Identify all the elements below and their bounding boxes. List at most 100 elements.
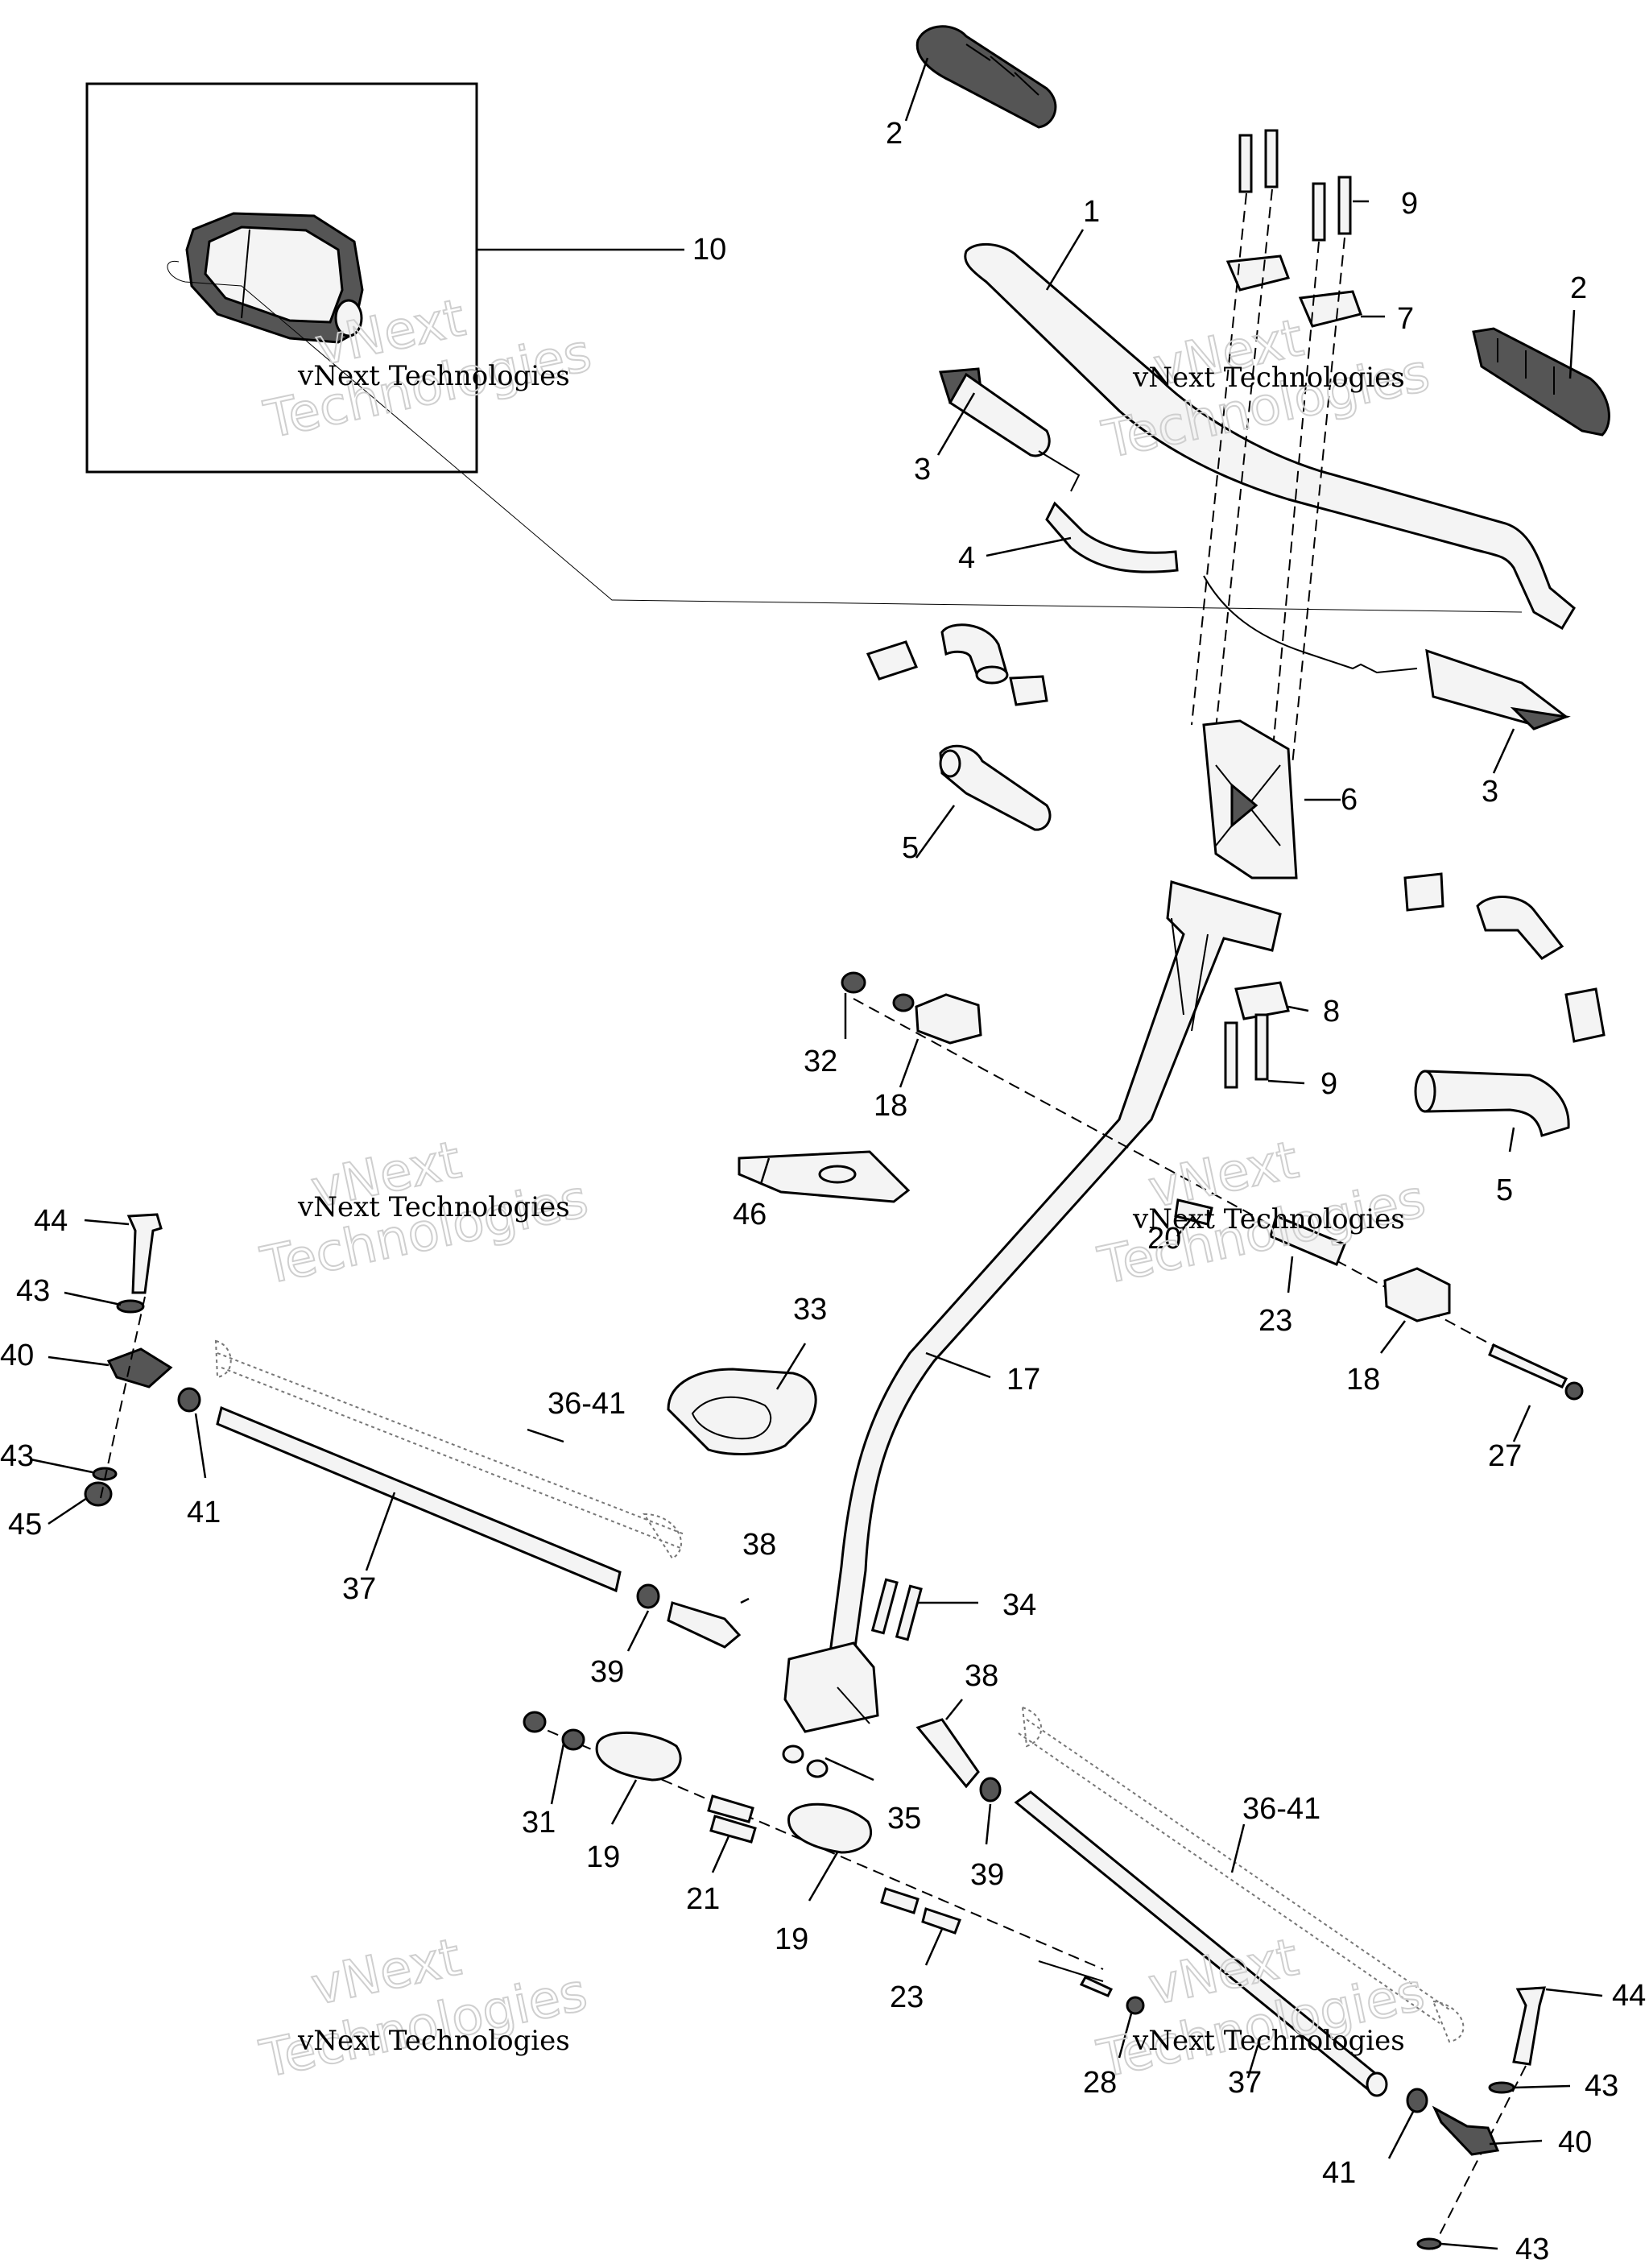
washer-31 [561, 1728, 585, 1751]
rod-end-38-right [915, 1718, 980, 1789]
callout-1: 1 [1083, 195, 1100, 229]
column-base [783, 1641, 879, 1733]
callout-38-right: 38 [965, 1659, 998, 1693]
callout-40-left: 40 [0, 1339, 34, 1372]
callout-18-upper: 18 [874, 1089, 907, 1123]
elbow-right [1414, 1070, 1570, 1137]
callout-9-top: 9 [1401, 187, 1418, 221]
bushing-23-lower [880, 1887, 961, 1935]
clamp-top [1225, 255, 1362, 328]
callout-17: 17 [1006, 1363, 1040, 1397]
leader-lines [30, 57, 1603, 2250]
washer-39-right [979, 1777, 1002, 1802]
heater-element-left [939, 367, 1081, 492]
callout-8: 8 [1323, 995, 1340, 1028]
callout-34: 34 [1002, 1588, 1036, 1622]
callout-41-right: 41 [1322, 2156, 1356, 2190]
clamp-19-right [787, 1802, 873, 1854]
bolt-44-left [126, 1213, 163, 1294]
callout-32: 32 [804, 1045, 837, 1078]
callout-39-right: 39 [970, 1858, 1004, 1892]
callout-41-left: 41 [187, 1496, 221, 1529]
washer-43-left-top [116, 1299, 145, 1314]
callout-7: 7 [1397, 302, 1414, 336]
handlebar-pad-cover [185, 212, 364, 344]
bushing-20 [1174, 1198, 1213, 1226]
callout-44-left: 44 [34, 1204, 68, 1238]
callout-23-lower: 23 [890, 1980, 924, 2014]
clip-small [866, 640, 919, 681]
watermark-text-top-right: vNext Technologies [1132, 362, 1405, 394]
callout-38-left: 38 [742, 1528, 776, 1562]
callout-2-right: 2 [1570, 271, 1587, 305]
callout-43-left-bottom: 43 [0, 1439, 34, 1473]
bolt-44-right [1512, 1986, 1546, 2066]
elbow-right-top [1476, 896, 1564, 960]
watermark-text-mid-right: vNext Technologies [1132, 1203, 1405, 1235]
callout-33: 33 [793, 1293, 827, 1326]
washer-39-left [636, 1583, 660, 1609]
callout-5-right: 5 [1496, 1173, 1513, 1207]
washer-43-right-top [1488, 2081, 1515, 2094]
nut-31 [523, 1711, 547, 1733]
callout-36-41-right: 36-41 [1242, 1792, 1320, 1826]
callout-20: 20 [1147, 1222, 1181, 1256]
clamp-lower [1224, 981, 1290, 1089]
heater-cable [1045, 501, 1179, 573]
inset-box [85, 82, 478, 474]
bolts-top [1238, 129, 1352, 242]
rod-end-40-left [106, 1347, 173, 1389]
callout-43-right-bottom: 43 [1515, 2233, 1549, 2266]
heater-element-right [1203, 575, 1571, 730]
pad-33 [667, 1368, 817, 1455]
watermark-text-top-left: vNext Technologies [297, 360, 570, 392]
bolt-27 [1488, 1343, 1584, 1401]
elbow-left [939, 744, 1052, 831]
spacers-35 [782, 1744, 829, 1778]
bolt-28 [1038, 1960, 1145, 2015]
callout-46: 46 [733, 1198, 767, 1231]
callout-21: 21 [686, 1882, 720, 1916]
callout-4: 4 [958, 541, 975, 575]
bolts-34 [870, 1578, 923, 1641]
tie-rod-37-left [216, 1405, 622, 1593]
tie-rod-upper-left-dotted [214, 1339, 685, 1560]
grip-right [1472, 327, 1610, 437]
elbow-left-top [940, 623, 1009, 685]
rod-end-38-left [667, 1601, 742, 1649]
washer-upper [892, 993, 915, 1012]
callout-10: 10 [692, 233, 726, 267]
washer-43-right-bottom [1416, 2237, 1442, 2250]
nut-32 [841, 971, 866, 994]
grip-top [915, 25, 1057, 129]
callout-44-right: 44 [1612, 1979, 1646, 2013]
sleeve-left [1009, 675, 1048, 706]
callout-43-left-top: 43 [16, 1274, 50, 1308]
callout-6: 6 [1341, 783, 1358, 817]
callout-35: 35 [887, 1802, 921, 1836]
callout-5-left: 5 [902, 831, 919, 865]
callout-3-left: 3 [914, 453, 931, 486]
bushing-23-upper [1269, 1214, 1346, 1266]
callout-45: 45 [8, 1508, 42, 1542]
callout-37-right: 37 [1228, 2066, 1262, 2100]
tie-rod-upper-right-dotted [1018, 1706, 1465, 2043]
callout-27: 27 [1488, 1439, 1522, 1473]
callout-36-41-left: 36-41 [548, 1387, 626, 1421]
washer-41-right [1406, 2088, 1428, 2113]
watermark-text-bottom-left: vNext Technologies [297, 2025, 570, 2057]
callout-labels: 10 2 1 9 7 2 3 4 3 6 5 8 9 32 18 5 46 20… [0, 117, 1646, 2266]
pad-plate [738, 1150, 911, 1203]
callout-3-right: 3 [1482, 775, 1498, 809]
clip-right [1564, 987, 1606, 1043]
callout-19-right: 19 [775, 1922, 808, 1956]
callout-40-right: 40 [1558, 2125, 1592, 2159]
callout-31: 31 [522, 1806, 556, 1840]
watermark-text-bottom-right: vNext Technologies [1132, 2025, 1405, 2057]
watermark-bottom-left: vNext Technologies [254, 1927, 593, 2091]
nut-45 [84, 1481, 113, 1507]
callout-23-upper: 23 [1258, 1304, 1292, 1338]
clamp-18-lower [1383, 1267, 1451, 1322]
callout-2-top: 2 [886, 117, 903, 151]
